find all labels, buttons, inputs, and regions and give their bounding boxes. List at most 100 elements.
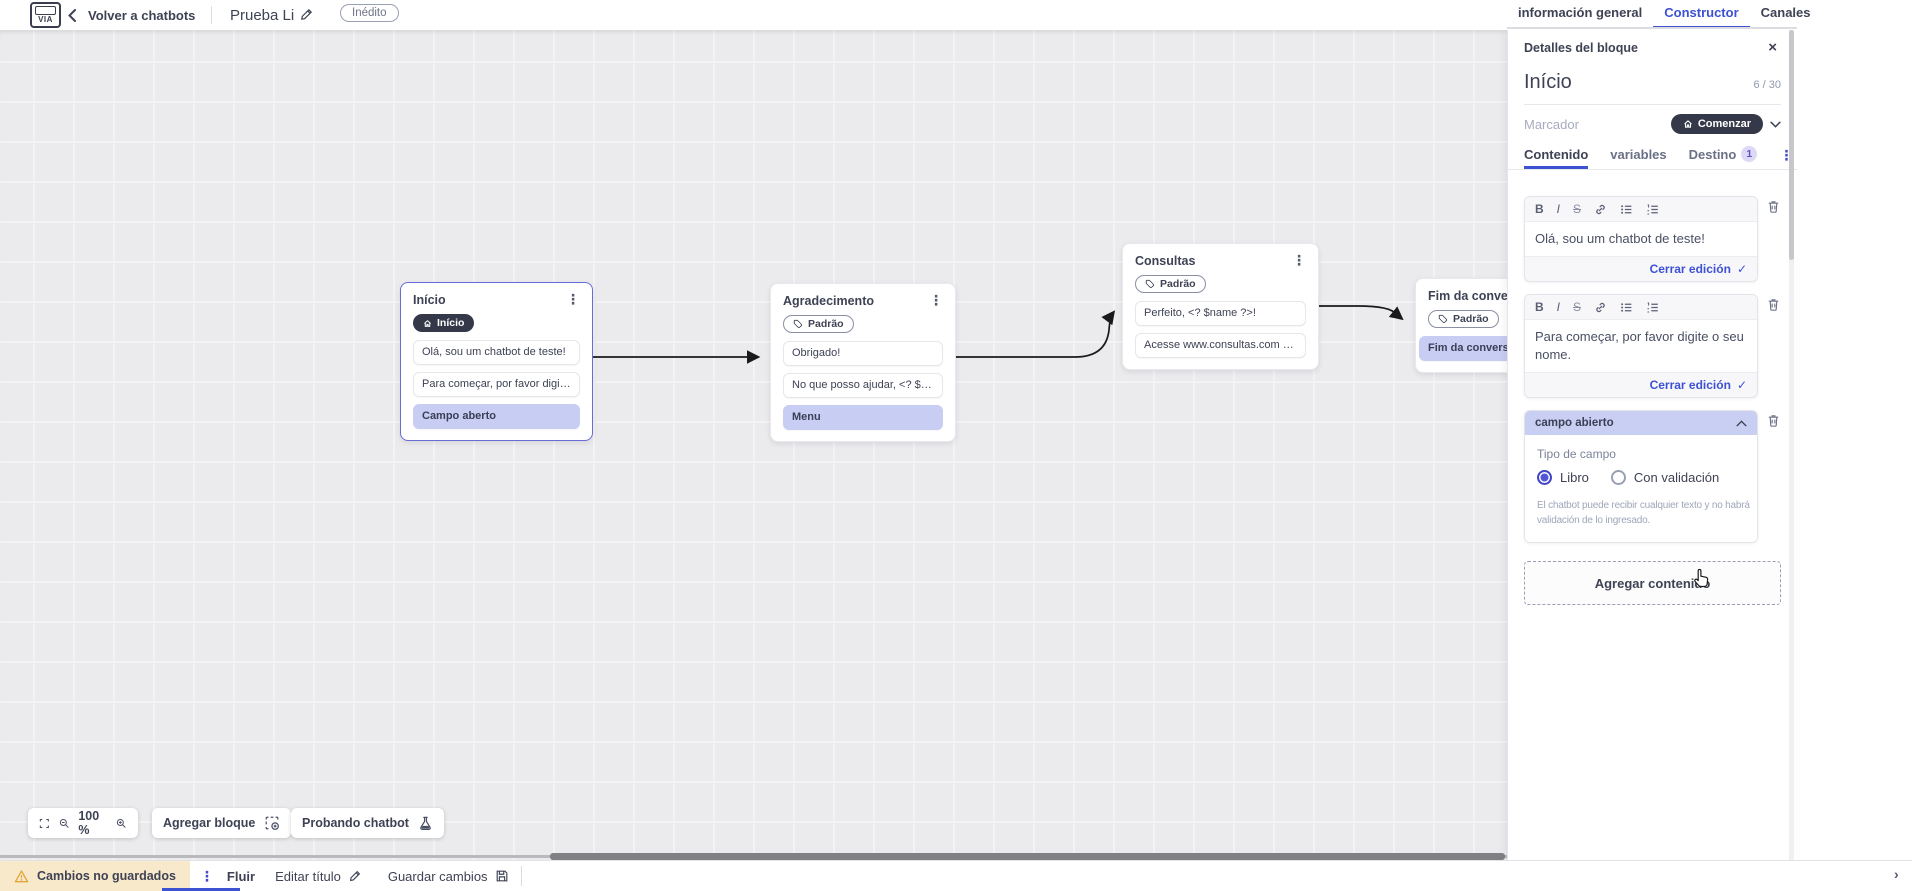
node-row[interactable]: Olá, sou um chatbot de teste!: [413, 339, 580, 365]
destino-count-badge: 1: [1741, 146, 1758, 162]
close-edit-button[interactable]: Cerrar edición ✓: [1525, 256, 1757, 281]
flow-menu-icon[interactable]: ⋮: [199, 867, 214, 884]
back-label: Volver a chatbots: [88, 7, 196, 23]
tab-canales[interactable]: Canales: [1760, 5, 1811, 20]
open-field-header[interactable]: campo abierto: [1525, 411, 1757, 435]
node-inicio[interactable]: Início ⋮ Início Olá, sou um chatbot de t…: [400, 282, 593, 441]
node-badge-padrao: Padrão: [783, 315, 854, 333]
node-badge-inicio: Início: [413, 314, 475, 332]
content-editor-2[interactable]: B I S Para começar, por favor digite o s…: [1524, 294, 1758, 398]
node-menu-icon[interactable]: ⋮: [566, 291, 580, 307]
node-badge-padrao: Padrão: [1135, 275, 1206, 293]
tab-destino[interactable]: Destino 1: [1689, 142, 1758, 169]
scroll-right-icon[interactable]: ›: [1894, 866, 1899, 882]
italic-icon[interactable]: I: [1556, 300, 1561, 314]
tab-constructor[interactable]: Constructor: [1653, 0, 1750, 29]
tag-icon: [793, 319, 803, 329]
close-icon[interactable]: ×: [1768, 39, 1777, 56]
open-field-card: campo abierto Tipo de campo Libro Con va…: [1524, 410, 1758, 543]
radio-con-validacion-label: Con validación: [1633, 470, 1720, 485]
marker-select[interactable]: Comenzar: [1670, 114, 1763, 134]
tab-variables[interactable]: variables: [1610, 146, 1667, 162]
node-title: Início: [413, 293, 446, 307]
bold-icon[interactable]: B: [1535, 202, 1544, 216]
node-menu-icon[interactable]: ⋮: [929, 292, 943, 308]
node-row-menu[interactable]: Menu: [783, 405, 943, 430]
tab-informacion-general[interactable]: información general: [1518, 5, 1643, 20]
char-counter: 6 / 30: [1753, 79, 1781, 91]
editor-text[interactable]: Olá, sou um chatbot de teste!: [1535, 231, 1705, 246]
chevron-down-icon[interactable]: [1770, 121, 1781, 128]
strikethrough-icon[interactable]: S: [1573, 202, 1582, 216]
panel-tabs: Contenido variables Destino 1 ⋮: [1508, 142, 1797, 170]
chevron-left-icon: [68, 8, 76, 22]
node-row[interactable]: Para começar, por favor digite o ...: [413, 371, 580, 397]
italic-icon[interactable]: I: [1556, 202, 1561, 216]
add-block-button[interactable]: Agregar bloque: [152, 808, 292, 838]
unsaved-changes-label: Cambios no guardados: [37, 869, 176, 883]
status-bar: Cambios no guardados ⋮ Fluir Editar títu…: [0, 860, 1912, 891]
node-row-campo-aberto[interactable]: Campo aberto: [413, 403, 580, 429]
flow-tab[interactable]: Fluir: [226, 868, 256, 884]
check-icon: ✓: [1736, 378, 1747, 392]
panel-scrollbar-thumb[interactable]: [1789, 30, 1794, 260]
back-to-chatbots-button[interactable]: Volver a chatbots: [68, 0, 195, 30]
field-description-line1: El chatbot puede recibir cualquier texto…: [1537, 500, 1750, 511]
node-title: Consultas: [1135, 254, 1196, 268]
save-icon: [496, 870, 507, 882]
home-icon: [424, 319, 431, 327]
node-row[interactable]: Acesse www.consultas.com par...: [1135, 333, 1306, 358]
flow-edges: [592, 305, 1404, 364]
canvas-hscrollbar-thumb[interactable]: [550, 853, 1505, 860]
flow-canvas[interactable]: Início ⋮ Início Olá, sou um chatbot de t…: [0, 30, 1507, 860]
topbar-divider: [211, 6, 212, 24]
link-icon[interactable]: [1594, 301, 1607, 314]
test-chatbot-label: Probando chatbot: [302, 816, 409, 830]
strikethrough-icon[interactable]: S: [1573, 300, 1582, 314]
block-name-input[interactable]: Início: [1524, 71, 1572, 93]
fullscreen-icon[interactable]: [39, 817, 50, 830]
node-row[interactable]: No que posso ajudar, <? $name ...: [783, 373, 943, 398]
editor-text[interactable]: Para começar, por favor digite o seu nom…: [1535, 329, 1744, 362]
numbered-list-icon[interactable]: [1646, 203, 1659, 216]
radio-con-validacion[interactable]: [1610, 470, 1626, 485]
bullet-list-icon[interactable]: [1620, 301, 1633, 314]
node-title: Fim da conversa: [1428, 289, 1507, 303]
link-icon[interactable]: [1594, 203, 1607, 216]
trash-icon[interactable]: [1766, 196, 1781, 214]
content-editor-1[interactable]: B I S Olá, sou um chatbot de teste! Cerr…: [1524, 196, 1758, 282]
chevron-up-icon[interactable]: [1736, 419, 1747, 427]
close-edit-button[interactable]: Cerrar edición ✓: [1525, 372, 1757, 397]
test-chatbot-button[interactable]: Probando chatbot: [291, 808, 444, 838]
add-content-button[interactable]: Agregar contenido: [1524, 561, 1781, 605]
panel-top-tabs: información general Constructor Canales: [1507, 0, 1822, 29]
trash-icon[interactable]: [1766, 294, 1781, 312]
zoom-out-icon[interactable]: [59, 817, 70, 830]
node-agradecimento[interactable]: Agradecimento ⋮ Padrão Obrigado! No que …: [770, 283, 956, 442]
save-changes-button[interactable]: Guardar cambios: [388, 869, 509, 884]
node-row[interactable]: Obrigado!: [783, 341, 943, 366]
numbered-list-icon[interactable]: [1646, 301, 1659, 314]
trash-icon[interactable]: [1766, 410, 1781, 428]
node-fim-da-conversa[interactable]: Fim da conversa Padrão Fim da conversa: [1415, 278, 1507, 373]
radio-libro[interactable]: [1537, 470, 1552, 485]
node-row[interactable]: Perfeito, <? $name ?>!: [1135, 301, 1306, 326]
node-badge-padrao: Padrão: [1428, 310, 1499, 328]
node-row-fim[interactable]: Fim da conversa: [1419, 336, 1507, 361]
flask-icon: [420, 816, 431, 830]
node-title: Agradecimento: [783, 294, 874, 308]
zoom-in-icon[interactable]: [116, 817, 127, 830]
node-menu-icon[interactable]: ⋮: [1292, 252, 1306, 268]
node-consultas[interactable]: Consultas ⋮ Padrão Perfeito, <? $name ?>…: [1122, 243, 1319, 370]
bold-icon[interactable]: B: [1535, 300, 1544, 314]
check-icon: ✓: [1736, 262, 1747, 276]
edit-title-button[interactable]: Editar título: [275, 869, 362, 884]
app-logo-text: VIA: [38, 15, 53, 24]
bullet-list-icon[interactable]: [1620, 203, 1633, 216]
editor-toolbar: B I S: [1525, 197, 1757, 222]
tab-contenido[interactable]: Contenido: [1524, 142, 1589, 169]
warning-icon: [14, 869, 29, 882]
flow-tab-underline: [162, 888, 240, 891]
edit-title-icon[interactable]: [299, 7, 314, 22]
panel-scrollbar-track[interactable]: [1789, 30, 1794, 891]
